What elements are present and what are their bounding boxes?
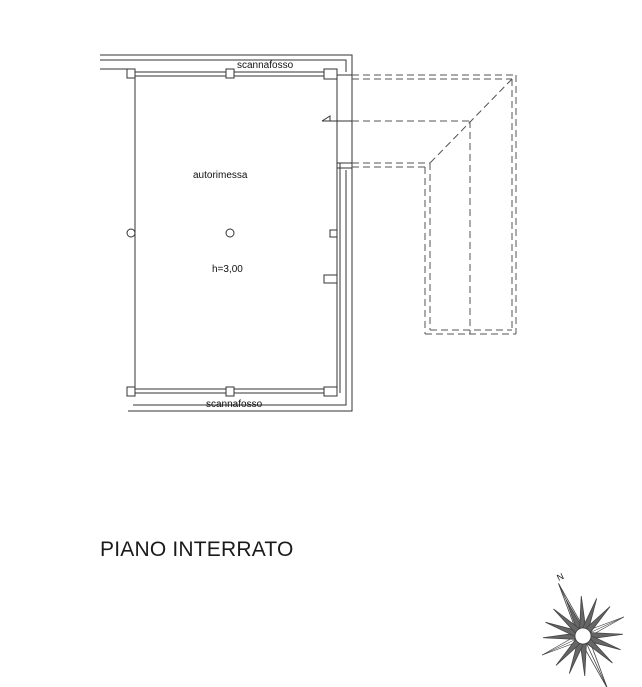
compass-rose-icon [540,583,626,687]
autorimessa-walls [134,71,352,394]
room-name-label: autorimessa [193,170,248,181]
ramp-arrow [321,115,352,122]
pillars [126,68,338,397]
top-scannafosso-label: scannafosso [237,60,294,71]
room-height-label: h=3,00 [212,264,243,275]
bottom-scannafosso-label: scannafosso [206,399,263,410]
scannafosso-outline [100,54,353,412]
ramp-dashed-outline [352,74,517,335]
drawing-title: PIANO INTERRATO [100,538,294,561]
round-columns [126,228,235,238]
